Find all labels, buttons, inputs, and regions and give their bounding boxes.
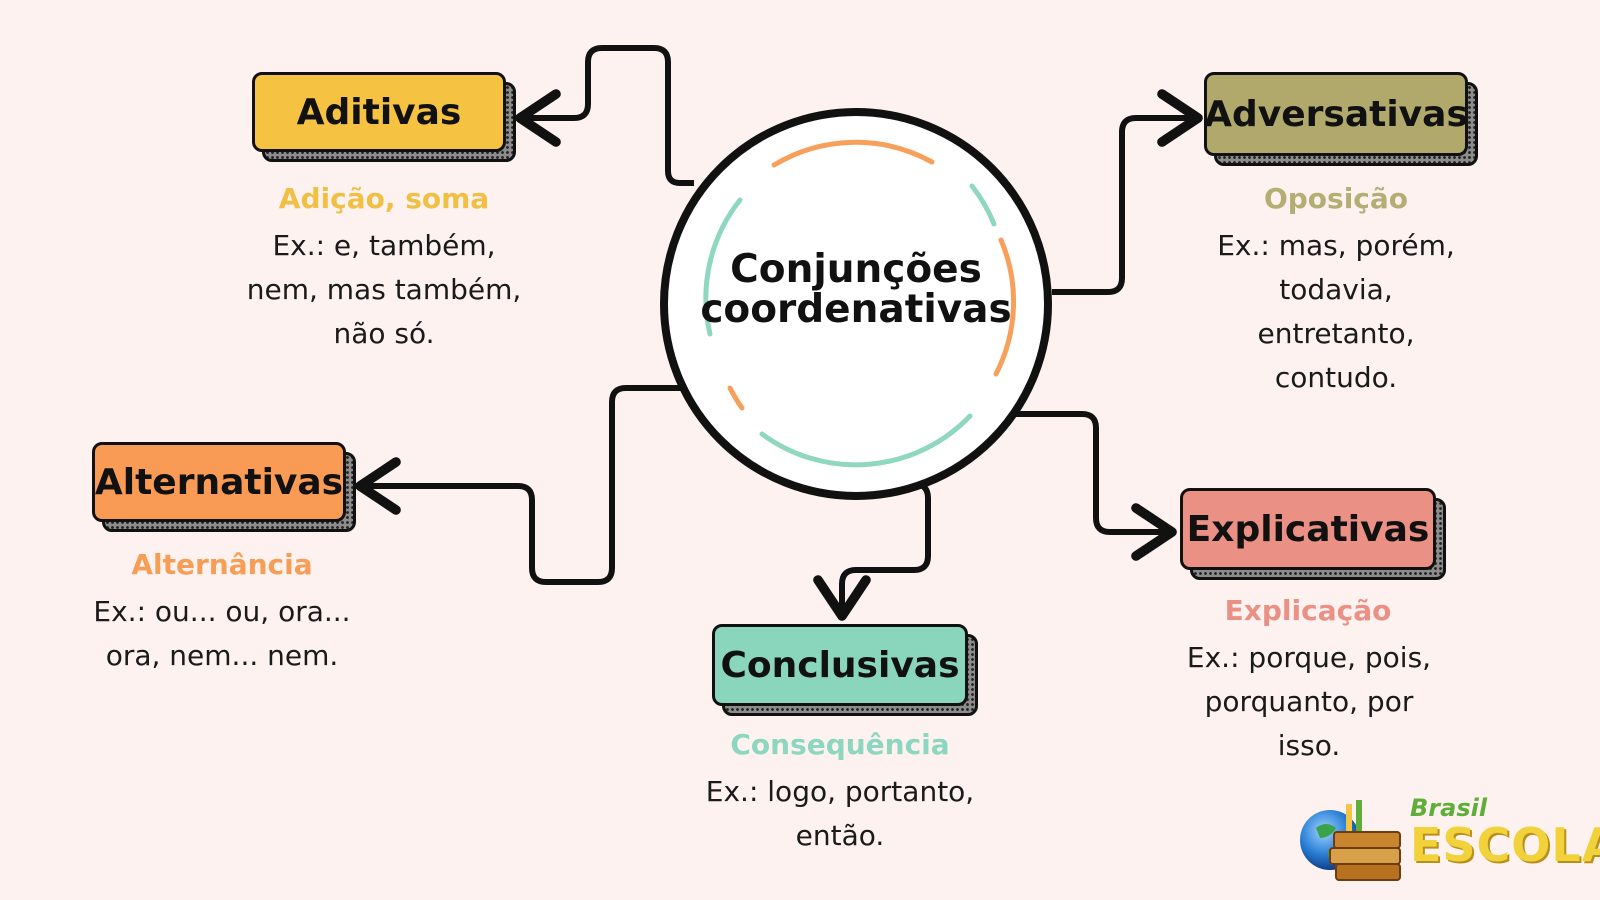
example-explicativas: Ex.: porque, pois, porquanto, por isso. bbox=[1144, 636, 1474, 768]
center-title-line2: coordenativas bbox=[700, 287, 1012, 332]
example-conclusivas: Ex.: logo, portanto, então. bbox=[670, 770, 1010, 858]
example-line: Ex.: porque, pois, bbox=[1186, 641, 1432, 674]
logo-text-escola: ESCOLA bbox=[1410, 818, 1600, 872]
node-title-adversativas: Adversativas bbox=[1204, 72, 1468, 156]
example-line: então. bbox=[795, 819, 885, 852]
example-aditivas: Ex.: e, também, nem, mas também, não só. bbox=[214, 224, 554, 356]
example-line: contudo. bbox=[1274, 361, 1398, 394]
center-title-line1: Conjunções bbox=[730, 247, 982, 292]
example-line: nem, mas também, bbox=[246, 273, 522, 306]
example-alternativas: Ex.: ou... ou, ora... ora, nem... nem. bbox=[52, 590, 392, 678]
ring-arc bbox=[969, 183, 997, 227]
label-adversativas: Oposição bbox=[1263, 182, 1409, 215]
center-title: Conjunções coordenativas bbox=[668, 250, 1044, 330]
ring-arc bbox=[759, 413, 973, 468]
example-line: ora, nem... nem. bbox=[105, 639, 339, 672]
example-adversativas: Ex.: mas, porém, todavia, entretanto, co… bbox=[1176, 224, 1496, 400]
example-line: não só. bbox=[333, 317, 435, 350]
example-line: todavia, bbox=[1279, 273, 1393, 306]
node-adversativas: Adversativas bbox=[1204, 72, 1478, 166]
ring-arc bbox=[703, 197, 743, 337]
example-line: isso. bbox=[1277, 729, 1341, 762]
node-alternativas: Alternativas bbox=[92, 442, 356, 532]
logo-text-brasil: Brasil bbox=[1410, 794, 1488, 822]
connector-adversativas bbox=[1052, 89, 1203, 295]
node-title-conclusivas: Conclusivas bbox=[712, 624, 968, 706]
node-title-explicativas: Explicativas bbox=[1180, 488, 1436, 570]
node-aditivas: Aditivas bbox=[252, 72, 516, 162]
connector-aditivas bbox=[515, 45, 694, 186]
example-line: Ex.: ou... ou, ora... bbox=[93, 595, 351, 628]
example-line: entretanto, bbox=[1257, 317, 1415, 350]
globe-books-icon bbox=[1300, 800, 1401, 881]
label-conclusivas: Consequência bbox=[730, 728, 950, 761]
center-ring-decoration bbox=[703, 139, 1016, 468]
connector-conclusivas bbox=[813, 481, 931, 621]
example-line: Ex.: e, também, bbox=[272, 229, 496, 262]
node-title-alternativas: Alternativas bbox=[92, 442, 346, 522]
connector-alternativas bbox=[355, 385, 690, 585]
node-title-aditivas: Aditivas bbox=[252, 72, 506, 152]
center-circle: Conjunções coordenativas bbox=[660, 108, 1052, 500]
example-line: Ex.: logo, portanto, bbox=[705, 775, 975, 808]
example-line: porquanto, por bbox=[1204, 685, 1414, 718]
example-line: Ex.: mas, porém, bbox=[1217, 229, 1455, 262]
node-conclusivas: Conclusivas bbox=[712, 624, 978, 716]
label-aditivas: Adição, soma bbox=[278, 182, 490, 215]
ring-arc bbox=[993, 237, 1016, 377]
label-explicativas: Explicação bbox=[1224, 594, 1392, 627]
ring-arc bbox=[727, 385, 745, 411]
ring-arc bbox=[771, 139, 935, 168]
brasil-escola-logo: Brasil ESCOLA bbox=[1298, 790, 1600, 890]
label-alternativas: Alternância bbox=[131, 548, 313, 581]
connector-explicativas bbox=[1008, 411, 1177, 561]
node-explicativas: Explicativas bbox=[1180, 488, 1446, 580]
